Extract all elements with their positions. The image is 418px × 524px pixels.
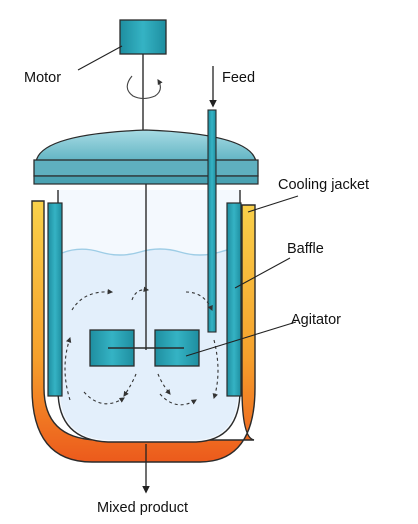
liquid: [60, 248, 239, 440]
leader-agitator: [185, 321, 297, 357]
label-cooling-jacket: Cooling jacket: [278, 177, 369, 193]
label-baffle: Baffle: [287, 241, 324, 257]
motor-box: [119, 19, 167, 55]
feed-pipe: [207, 109, 217, 333]
leader-motor: [77, 45, 123, 71]
reactor-lid-flange: [33, 159, 259, 177]
baffle-left: [47, 202, 63, 397]
label-agitator: Agitator: [291, 312, 341, 328]
cooling-jacket: [31, 200, 256, 463]
reactor-lid-rim: [33, 175, 259, 185]
circulation-arrows: [64, 286, 219, 406]
label-motor: Motor: [24, 70, 61, 86]
label-feed: Feed: [222, 70, 255, 86]
reactor-lid-dome: [35, 129, 257, 163]
label-mixed-product: Mixed product: [97, 500, 188, 516]
leader-cooling-jacket: [247, 195, 299, 213]
liquid-surface: [61, 247, 239, 256]
baffle-right: [226, 202, 242, 397]
rotation-arrow-icon: [126, 75, 163, 100]
leader-baffle: [234, 257, 291, 289]
